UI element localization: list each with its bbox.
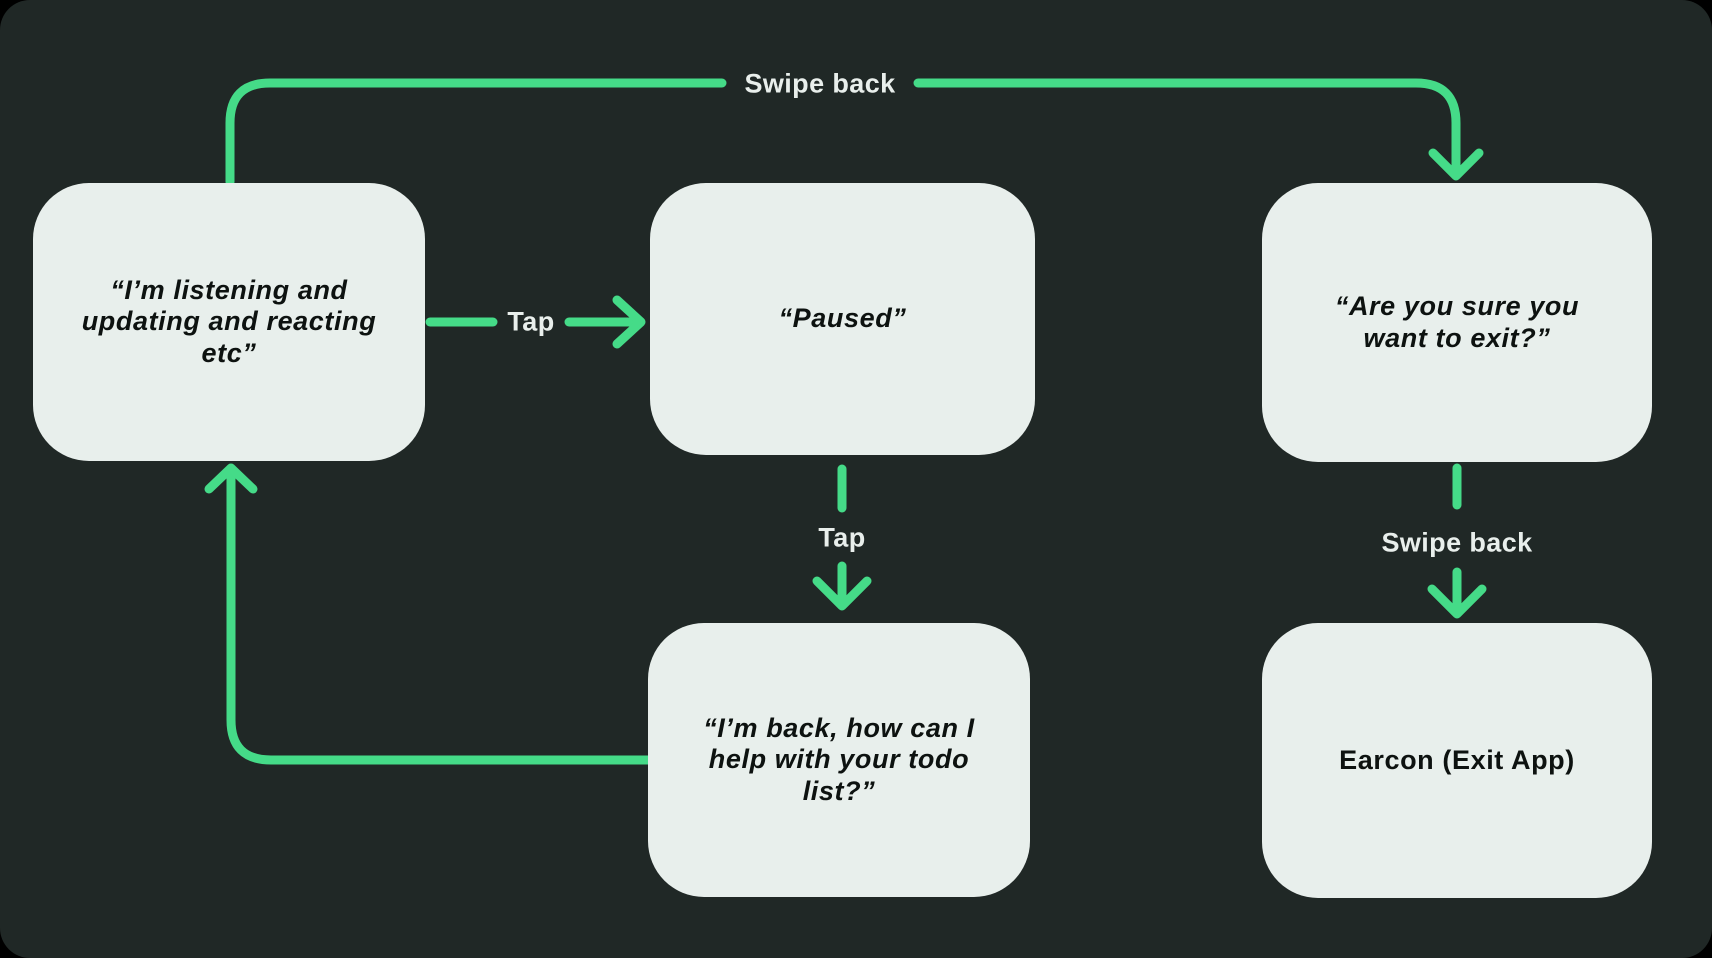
- edge-swipe-back-top-line-right: [913, 78, 1461, 173]
- node-earcon-exit-label: Earcon (Exit App): [1339, 744, 1575, 775]
- arrowhead-down-into-im-back-icon: [812, 576, 872, 611]
- arrowhead-down-into-exit-confirm-icon: [1428, 148, 1484, 181]
- edge-label-tap-down: Tap: [818, 522, 866, 553]
- node-earcon-exit: Earcon (Exit App): [1262, 623, 1652, 898]
- edge-swipe-back-top-line-left: [225, 78, 727, 187]
- node-im-back-label: “I’m back, how can I help with your todo…: [703, 713, 975, 806]
- arrowhead-right-into-paused-icon: [612, 295, 646, 349]
- node-paused: “Paused”: [650, 183, 1035, 455]
- node-listening: “I’m listening and updating and reacting…: [33, 183, 425, 461]
- arrowhead-down-into-earcon-icon: [1427, 584, 1487, 619]
- node-paused-label: “Paused”: [778, 303, 907, 334]
- edge-label-swipe-back-down: Swipe back: [1381, 527, 1533, 558]
- arrowhead-up-into-listening-icon: [204, 463, 258, 494]
- edge-loop-return-line: [226, 472, 653, 765]
- node-exit-confirm-label: “Are you sure you want to exit?”: [1334, 291, 1580, 353]
- node-im-back: “I’m back, how can I help with your todo…: [648, 623, 1030, 897]
- node-listening-label: “I’m listening and updating and reacting…: [81, 275, 377, 368]
- node-exit-confirm: “Are you sure you want to exit?”: [1262, 183, 1652, 462]
- edge-label-tap-right: Tap: [507, 306, 555, 337]
- edge-label-swipe-back-top: Swipe back: [744, 68, 896, 99]
